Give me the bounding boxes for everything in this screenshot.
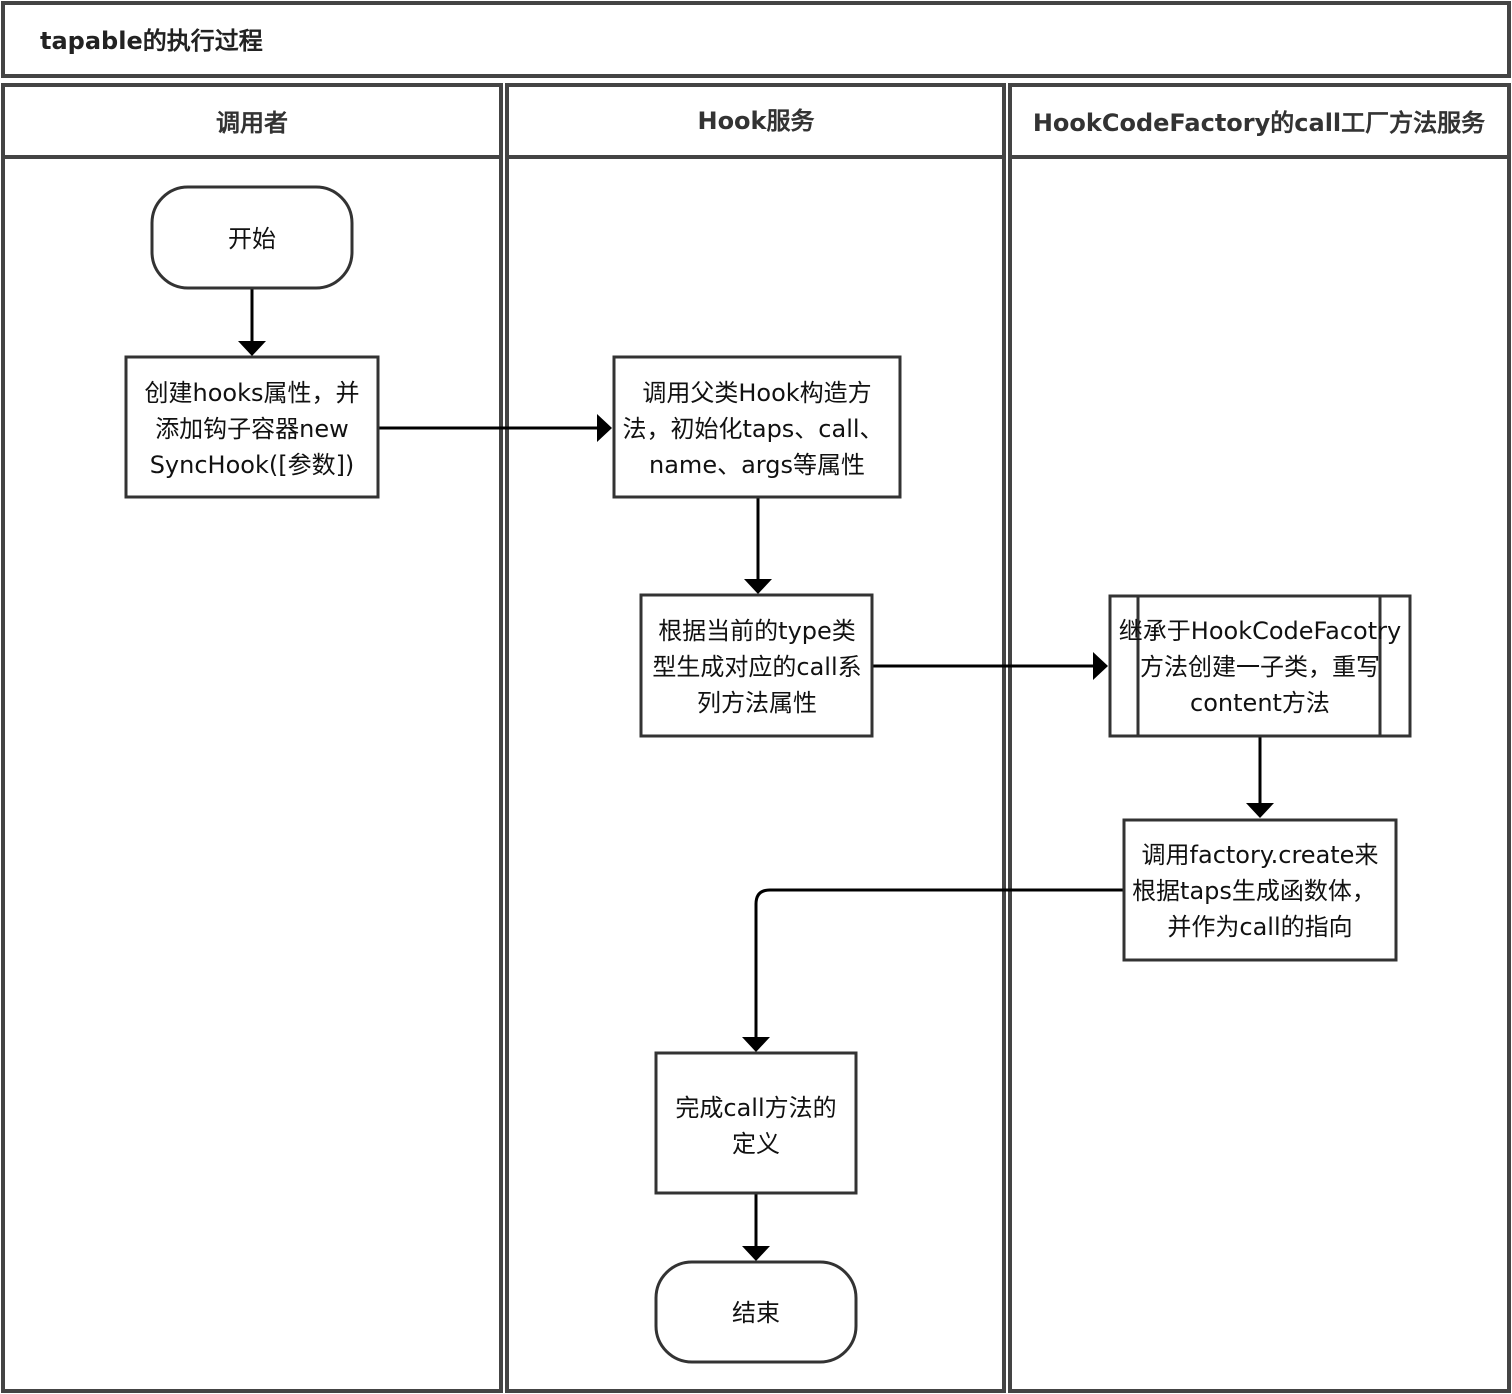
create-hooks-box <box>124 355 380 499</box>
finish-def-box <box>654 1051 858 1195</box>
gen-call-line-1: 根据当前的type类 <box>658 617 856 645</box>
node-inherit: 继承于HookCodeFacotry 方法创建一子类，重写 content方法 <box>1108 594 1412 738</box>
node-start: 开始 <box>150 185 354 290</box>
call-parent-box <box>612 355 902 499</box>
arrowhead-call-parent <box>597 414 612 442</box>
inherit-line-2: 方法创建一子类，重写 <box>1140 653 1380 681</box>
node-factory-create: 调用factory.create来 根据taps生成函数体， 并作为call的指… <box>1122 818 1398 962</box>
inherit-line-3: content方法 <box>1190 689 1330 717</box>
finish-def-line-1: 完成call方法的 <box>675 1094 836 1122</box>
node-call-parent: 调用父类Hook构造方 法，初始化taps、call、 name、args等属性 <box>612 355 902 499</box>
node-finish-def: 完成call方法的 定义 <box>654 1051 858 1195</box>
call-parent-line-2: 法，初始化taps、call、 <box>622 415 883 443</box>
factory-create-line-1: 调用factory.create来 <box>1142 841 1379 869</box>
create-hooks-line-3: SyncHook([参数]) <box>150 451 355 479</box>
lane-header-factory: HookCodeFactory的call工厂方法服务 <box>1033 109 1486 137</box>
lane-header-hook: Hook服务 <box>697 107 815 135</box>
gen-call-box <box>639 593 874 738</box>
create-hooks-line-2: 添加钩子容器new <box>155 415 349 443</box>
arrowhead-create-hooks <box>238 341 266 356</box>
title-bar <box>1 1 1511 78</box>
start-terminal <box>150 185 354 290</box>
end-label: 结束 <box>732 1299 780 1327</box>
node-end: 结束 <box>654 1260 858 1364</box>
factory-create-line-3: 并作为call的指向 <box>1167 913 1352 941</box>
lane-factory <box>1008 83 1511 1393</box>
lane-caller <box>1 83 503 1393</box>
diagram-title: tapable的执行过程 <box>40 27 263 55</box>
finish-def-line-2: 定义 <box>732 1130 780 1158</box>
call-parent-line-3: name、args等属性 <box>649 451 865 479</box>
lane-header-caller: 调用者 <box>216 109 288 137</box>
gen-call-line-3: 列方法属性 <box>697 689 817 717</box>
edge-factory-create-to-finish-def <box>754 888 1123 1039</box>
inherit-line-1: 继承于HookCodeFacotry <box>1119 617 1401 645</box>
start-label: 开始 <box>228 225 276 253</box>
call-parent-line-1: 调用父类Hook构造方 <box>642 379 871 407</box>
lane-hook <box>505 83 1006 1393</box>
edges <box>238 289 1274 1261</box>
end-terminal <box>654 1260 858 1364</box>
gen-call-line-2: 型生成对应的call系 <box>652 653 861 681</box>
arrowhead-factory-create <box>1246 803 1274 818</box>
inherit-box <box>1108 594 1412 738</box>
factory-create-box <box>1122 818 1398 962</box>
node-create-hooks: 创建hooks属性，并 添加钩子容器new SyncHook([参数]) <box>124 355 380 499</box>
factory-create-line-2: 根据taps生成函数体， <box>1132 877 1376 905</box>
arrowhead-gen-call <box>744 579 772 594</box>
create-hooks-line-1: 创建hooks属性，并 <box>145 379 360 407</box>
node-gen-call: 根据当前的type类 型生成对应的call系 列方法属性 <box>639 593 874 738</box>
arrowhead-finish-def <box>742 1037 770 1052</box>
arrowhead-end <box>742 1246 770 1261</box>
arrowhead-inherit <box>1093 652 1108 680</box>
